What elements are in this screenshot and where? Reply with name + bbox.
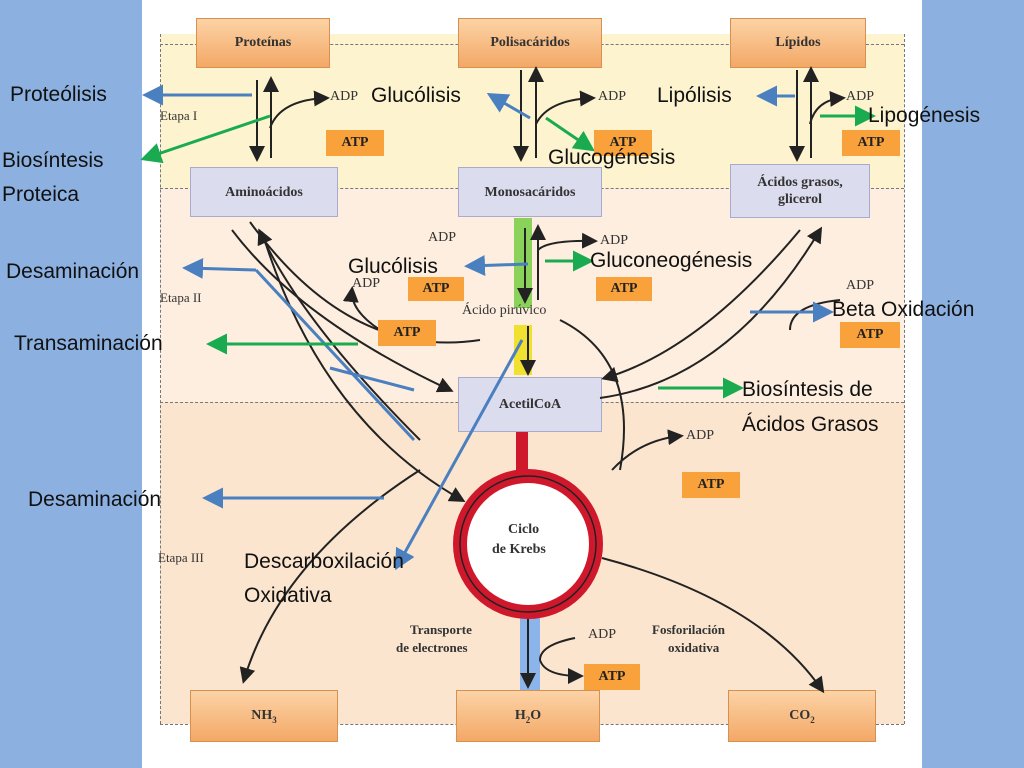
atp-box: ATP xyxy=(682,472,740,498)
nh3-main: NH xyxy=(251,707,273,723)
stage3-label: Etapa III xyxy=(158,550,204,565)
proteinas-box: Proteínas xyxy=(196,18,330,68)
nh3-text: NH3 xyxy=(251,708,277,725)
nh3-box: NH3 xyxy=(190,690,338,742)
gluconeogenesis-label: Gluconeogénesis xyxy=(590,249,753,272)
atp-box: ATP xyxy=(584,664,640,690)
atp-box: ATP xyxy=(840,322,900,348)
atp-box: ATP xyxy=(326,130,384,156)
desaminacion-label: Desaminación xyxy=(6,260,140,283)
stage1-label: Etapa I xyxy=(160,108,198,123)
adp-label: ADP xyxy=(352,276,381,291)
stage2-label: Etapa II xyxy=(160,290,202,305)
acetilcoa-box: AcetilCoA xyxy=(458,377,602,432)
nh3-subscript: 3 xyxy=(272,714,277,725)
h2o-subscript: 2 xyxy=(525,714,531,725)
monosacaridos-text: Monosacáridos xyxy=(484,184,576,200)
oxidativa-label: oxidativa xyxy=(668,640,720,655)
h2o-o: O xyxy=(530,707,542,723)
band-divider xyxy=(160,34,161,724)
monosacaridos-box: Monosacáridos xyxy=(458,167,602,217)
h2o-box: H2O xyxy=(456,690,600,742)
band-divider xyxy=(904,34,905,724)
atp-box: ATP xyxy=(408,277,464,301)
krebs-cycle-inner-line xyxy=(459,475,597,613)
adp-label: ADP xyxy=(846,89,875,104)
adp-label: ADP xyxy=(598,89,627,104)
acido-piruvico-label: Ácido pirúvico xyxy=(462,303,547,318)
acidos-grasos-box: Ácidos grasos, glicerol xyxy=(730,164,870,218)
biosintesis-proteica-label: Biosíntesis xyxy=(2,149,104,172)
lipidos-text: Lípidos xyxy=(775,35,821,50)
lipolisis-label: Lipólisis xyxy=(657,84,732,107)
proteolisis-label: Proteólisis xyxy=(10,83,107,106)
adp-label: ADP xyxy=(600,233,629,248)
aminoacidos-box: Aminoácidos xyxy=(190,167,338,217)
glicerol-text: glicerol xyxy=(777,192,823,207)
adp-label: ADP xyxy=(686,428,715,443)
fosforilacion-label: Fosforilación xyxy=(652,622,725,637)
descarboxilacion-label: Descarboxilación xyxy=(244,550,404,573)
beta-oxidacion-label: Beta Oxidación xyxy=(832,298,975,321)
lipogenesis-label: Lipogénesis xyxy=(868,104,981,127)
aminoacidos-text: Aminoácidos xyxy=(225,184,303,200)
electrones-label: de electrones xyxy=(396,640,468,655)
acetilcoa-text: AcetilCoA xyxy=(498,397,562,412)
glucolisis-label: Glucólisis xyxy=(371,84,461,107)
proteica-label: Proteica xyxy=(2,183,80,206)
co2-box: CO2 xyxy=(728,690,876,742)
co2-main: CO xyxy=(789,707,811,723)
polisacaridos-text: Polisacáridos xyxy=(490,35,570,50)
transaminacion-label: Transaminación xyxy=(14,332,163,355)
oxidativa-label: Oxidativa xyxy=(244,584,332,607)
atp-box: ATP xyxy=(842,130,900,156)
atp-box: ATP xyxy=(378,320,436,346)
adp-label: ADP xyxy=(330,89,359,104)
acidos-grasos-text: Ácidos grasos, xyxy=(757,175,843,190)
transporte-label: Transporte xyxy=(410,622,472,637)
acidos-grasos-label: Ácidos Grasos xyxy=(742,413,879,436)
biosintesis-ag-label: Biosíntesis de xyxy=(742,378,873,401)
h2o-blue-bar xyxy=(520,612,540,690)
co2-subscript: 2 xyxy=(810,714,815,725)
glucogenesis-label: Glucogénesis xyxy=(548,146,676,169)
krebs-label: de Krebs xyxy=(492,542,546,557)
desaminacion-label: Desaminación xyxy=(28,488,162,511)
h2o-h: H xyxy=(514,707,526,723)
atp-box: ATP xyxy=(596,277,652,301)
atp-box: ATP xyxy=(594,130,652,156)
glucolisis-label: Glucólisis xyxy=(348,255,438,278)
h2o-text: H2O xyxy=(515,708,541,725)
adp-label: ADP xyxy=(588,627,617,642)
adp-label: ADP xyxy=(846,278,875,293)
ciclo-label: Ciclo xyxy=(508,522,540,537)
adp-label: ADP xyxy=(428,230,457,245)
lipidos-box: Lípidos xyxy=(730,18,866,68)
proteinas-text: Proteínas xyxy=(234,35,292,50)
co2-text: CO2 xyxy=(789,708,815,725)
